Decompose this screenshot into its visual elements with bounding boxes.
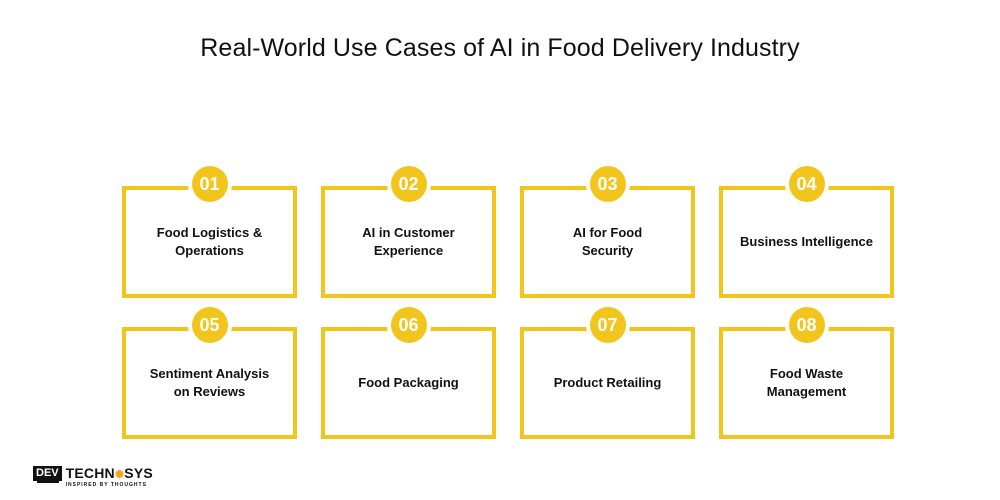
number-badge: 04 xyxy=(788,166,825,202)
use-case-card-5: 05 Sentiment Analysis on Reviews xyxy=(122,307,297,439)
number-badge: 07 xyxy=(589,307,626,343)
logo-brand-right: SYS xyxy=(124,465,153,481)
logo-gear-icon: ✺ xyxy=(114,469,125,481)
use-case-card-3: 03 AI for Food Security xyxy=(520,166,695,298)
number-badge: 02 xyxy=(390,166,427,202)
number-badge: 01 xyxy=(191,166,228,202)
card-label: Food Waste Management xyxy=(766,366,847,399)
company-logo: DEV TECHN✺SYS INSPIRED BY THOUGHTS xyxy=(33,466,153,488)
page-title: Real-World Use Cases of AI in Food Deliv… xyxy=(200,34,800,62)
card-label: AI for Food Security xyxy=(572,225,643,258)
card-label: Food Packaging xyxy=(358,375,459,390)
card-label: AI in Customer Experience xyxy=(362,225,455,258)
number-badge: 05 xyxy=(191,307,228,343)
card-label: Business Intelligence xyxy=(740,234,873,249)
number-badge: 03 xyxy=(589,166,626,202)
logo-tagline: INSPIRED BY THOUGHTS xyxy=(65,482,147,488)
use-case-card-8: 08 Food Waste Management xyxy=(719,307,894,439)
use-case-card-4: 04 Business Intelligence xyxy=(719,166,894,298)
card-label: Food Logistics & Operations xyxy=(156,225,263,258)
use-case-card-2: 02 AI in Customer Experience xyxy=(321,166,496,298)
logo-brand: TECHN✺SYS xyxy=(66,466,153,482)
number-badge: 06 xyxy=(390,307,427,343)
use-case-card-6: 06 Food Packaging xyxy=(321,307,496,439)
card-label: Product Retailing xyxy=(553,375,662,390)
card-label: Sentiment Analysis on Reviews xyxy=(149,366,270,399)
logo-monitor-icon: DEV xyxy=(33,466,62,481)
logo-monitor-stand xyxy=(37,481,59,483)
logo-brand-left: TECHN xyxy=(65,465,115,481)
use-case-card-1: 01 Food Logistics & Operations xyxy=(122,166,297,298)
use-case-card-7: 07 Product Retailing xyxy=(520,307,695,439)
number-badge: 08 xyxy=(788,307,825,343)
